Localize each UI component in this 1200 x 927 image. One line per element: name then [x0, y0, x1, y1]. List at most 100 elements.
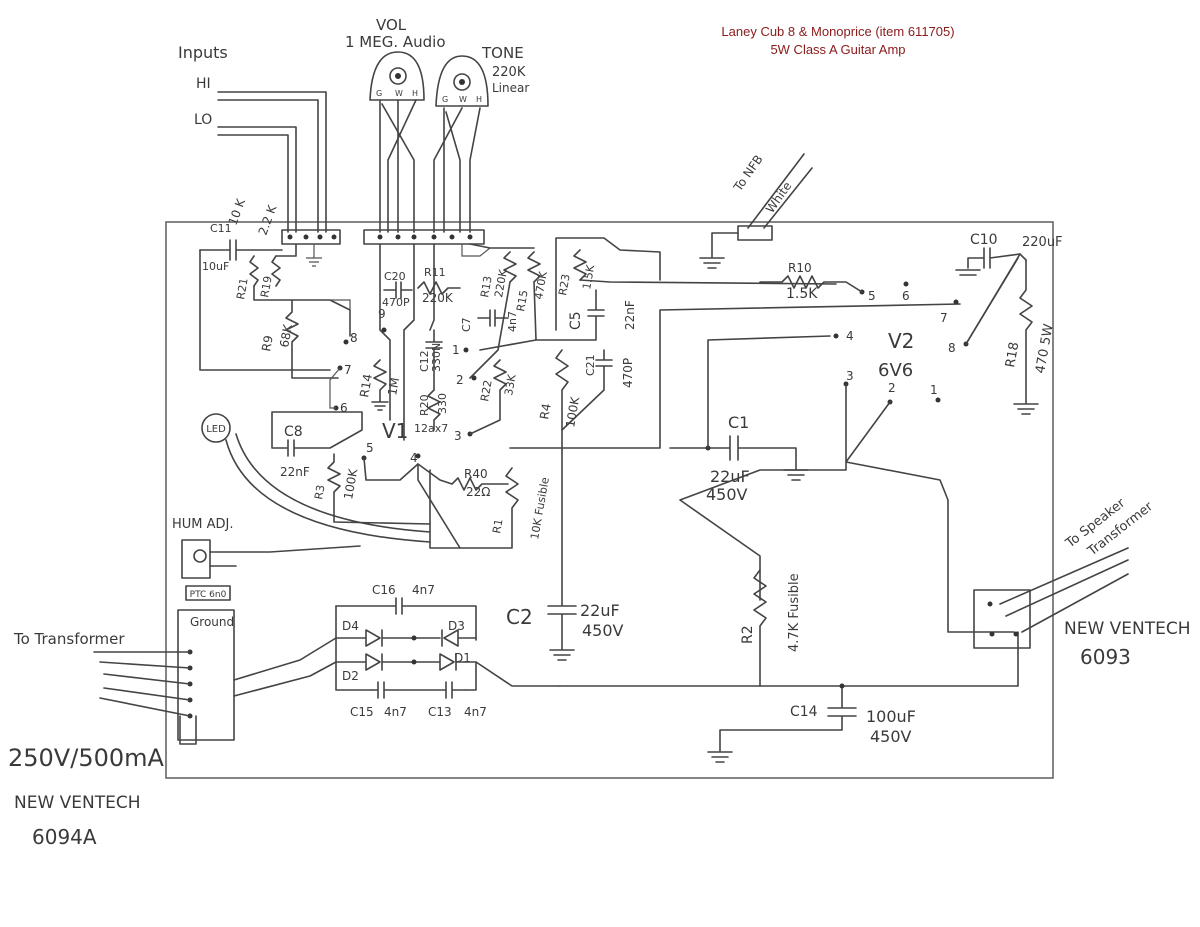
r1-label: R1 — [490, 518, 505, 535]
c8-capacitor — [271, 411, 363, 457]
c5-value: 22nF — [623, 300, 637, 330]
r15-value: 470K — [532, 270, 550, 301]
r40-label: R40 — [464, 467, 488, 481]
r18-resistor — [965, 253, 1039, 415]
title-line-2: 5W Class A Guitar Amp — [770, 42, 905, 57]
misc-wires — [329, 244, 491, 409]
c21-label: C21 — [584, 354, 597, 376]
vol-value: 1 MEG. Audio — [345, 33, 446, 51]
r14-resistor — [371, 359, 389, 411]
c8-value: 22nF — [280, 465, 310, 479]
c15-c13-capacitors — [371, 681, 467, 699]
tone-pin-h: H — [476, 95, 482, 104]
c14-capacitor — [559, 631, 1019, 763]
r40-resistor — [417, 463, 509, 491]
inputs-label: Inputs — [178, 43, 228, 62]
d4-label: D4 — [342, 619, 359, 633]
r13-value: 220K — [492, 268, 510, 299]
c7-capacitor — [477, 309, 509, 327]
r1-value: 10K Fusible — [528, 476, 552, 541]
tone-value: 220K — [492, 65, 526, 80]
input-hi-label: HI — [196, 76, 211, 92]
r3-value: 100K — [341, 467, 360, 501]
r18-label: R18 — [1003, 341, 1022, 369]
led-indicator — [201, 413, 231, 443]
input-ground-icon — [306, 244, 322, 267]
v2-label: V2 — [888, 329, 914, 353]
input-terminal-dots — [287, 234, 337, 240]
led-label: LED — [206, 424, 226, 435]
vol-pin-h: H — [412, 89, 418, 98]
c20-value: 470P — [382, 296, 410, 309]
hum-adj-pot — [181, 539, 211, 579]
r13-r15-resistors — [503, 251, 541, 283]
r19-label: R19 — [258, 275, 275, 299]
ptc-label: PTC 6n0 — [190, 590, 227, 600]
v2-pin-7: 7 — [940, 311, 948, 325]
rectifier-wires — [335, 605, 477, 691]
tone-pin-w: W — [459, 95, 467, 104]
vol-pin-w: W — [395, 89, 403, 98]
r20-label: R20 — [418, 394, 431, 416]
input-jack-terminal — [281, 229, 341, 245]
c14-voltage: 450V — [870, 727, 912, 746]
pin-6-v1: 6 — [340, 401, 348, 415]
led-cable — [225, 433, 431, 543]
pot-wires — [379, 99, 481, 233]
r23-value: 1.5K — [580, 263, 597, 290]
v2-pin-4: 4 — [846, 329, 854, 343]
r10-resistor — [759, 275, 863, 293]
new-ventech-left-label: NEW VENTECH — [14, 793, 141, 813]
c10-value: 220uF — [1022, 235, 1063, 250]
v2-pin-1: 1 — [930, 383, 938, 397]
r2-resistor — [753, 569, 767, 687]
c21-value: 470P — [621, 358, 635, 388]
r13-label: R13 — [478, 275, 495, 299]
r2-value: 4.7K Fusible — [787, 573, 802, 652]
new-ventech-right-label: NEW VENTECH — [1064, 619, 1191, 639]
ground-label: Ground — [190, 615, 234, 629]
r21-r19-resistors — [249, 255, 281, 287]
vol-label: VOL — [376, 16, 407, 34]
r22-label: R22 — [478, 379, 495, 403]
r22-value: 33K — [502, 373, 519, 397]
hum-adj-label: HUM ADJ. — [172, 517, 234, 532]
r9-value: 68K — [277, 322, 295, 348]
c11-capacitor — [199, 239, 283, 261]
c10-label: C10 — [970, 232, 998, 248]
input-wires — [217, 91, 327, 233]
c1-feed-wire — [707, 335, 831, 449]
v2-pin-2: 2 — [888, 381, 896, 395]
pin-7-v1: 7 — [344, 363, 352, 377]
nfb-terminal — [737, 225, 773, 241]
tone-pin-g: G — [442, 95, 448, 104]
pin-1-v1: 1 — [452, 343, 460, 357]
c1-label: C1 — [728, 413, 749, 432]
r9-label: R9 — [259, 334, 276, 352]
c13-value: 4n7 — [464, 705, 487, 719]
c7-value: 4n7 — [506, 311, 519, 332]
c16-value: 4n7 — [412, 583, 435, 597]
r23-label: R23 — [556, 273, 573, 297]
pin-2-v1: 2 — [456, 373, 464, 387]
c5-capacitor — [535, 289, 605, 341]
c12-label: C12 — [418, 350, 431, 372]
c20-r11-components — [383, 281, 461, 299]
v2-pin-3: 3 — [846, 369, 854, 383]
hum-adj-wires — [209, 545, 361, 567]
r15-label: R15 — [514, 289, 531, 313]
r14-value: 1M — [385, 376, 402, 396]
pin-3-v1: 3 — [454, 429, 462, 443]
pot-terminal-strip — [363, 229, 485, 245]
vol-pin-g: G — [376, 89, 382, 98]
r19-value: 2.2 K — [256, 202, 280, 237]
speaker-transformer-wires — [999, 547, 1129, 633]
speaker-terminal-dots — [987, 601, 1019, 637]
r23-resistor — [573, 249, 587, 281]
c16-capacitor — [335, 597, 477, 641]
c11-label: C11 — [210, 222, 232, 235]
c16-label: C16 — [372, 583, 396, 597]
ptc-thermistor — [185, 585, 231, 601]
rectifier-diodes — [335, 629, 561, 687]
c12-value: 330N — [430, 343, 443, 372]
